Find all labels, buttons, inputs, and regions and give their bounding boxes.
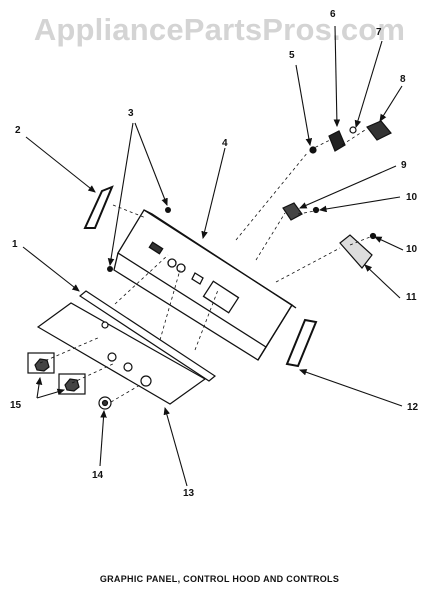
trim-strip (78, 290, 217, 382)
callout-8: 8 (400, 74, 406, 85)
callout-14: 14 (92, 470, 104, 481)
dashed-guide-lines (39, 129, 371, 403)
screw (107, 207, 171, 272)
callout-11: 11 (406, 292, 417, 303)
callout-13: 13 (183, 488, 195, 499)
hood-end-cap-left (83, 185, 114, 229)
callout-1: 1 (12, 239, 18, 250)
hood-end-cap-right (285, 318, 318, 368)
graphic-panel (36, 302, 207, 405)
callout-6: 6 (330, 9, 336, 20)
callout-10: 10 (406, 244, 418, 255)
leader-lines (22, 25, 404, 487)
callout-7: 7 (376, 27, 382, 38)
callout-labels: 1 2 3 4 5 6 7 8 9 10 10 11 12 13 14 15 (10, 9, 419, 499)
callout-5: 5 (289, 50, 295, 61)
callout-9: 9 (401, 160, 407, 171)
relay (282, 202, 320, 221)
callout-10: 10 (406, 192, 418, 203)
diagram-caption: GRAPHIC PANEL, CONTROL HOOD AND CONTROLS (99, 574, 340, 584)
switch-assembly (309, 120, 392, 154)
small-knob (98, 396, 112, 410)
callout-15: 15 (10, 400, 22, 411)
callout-3: 3 (128, 108, 134, 119)
watermark-text: AppliancePartsPros.com (33, 12, 406, 47)
callout-2: 2 (15, 125, 21, 136)
callout-4: 4 (222, 138, 228, 149)
control-knob (27, 352, 86, 395)
callout-12: 12 (407, 402, 419, 413)
timer (339, 232, 377, 269)
control-hood (113, 209, 297, 361)
